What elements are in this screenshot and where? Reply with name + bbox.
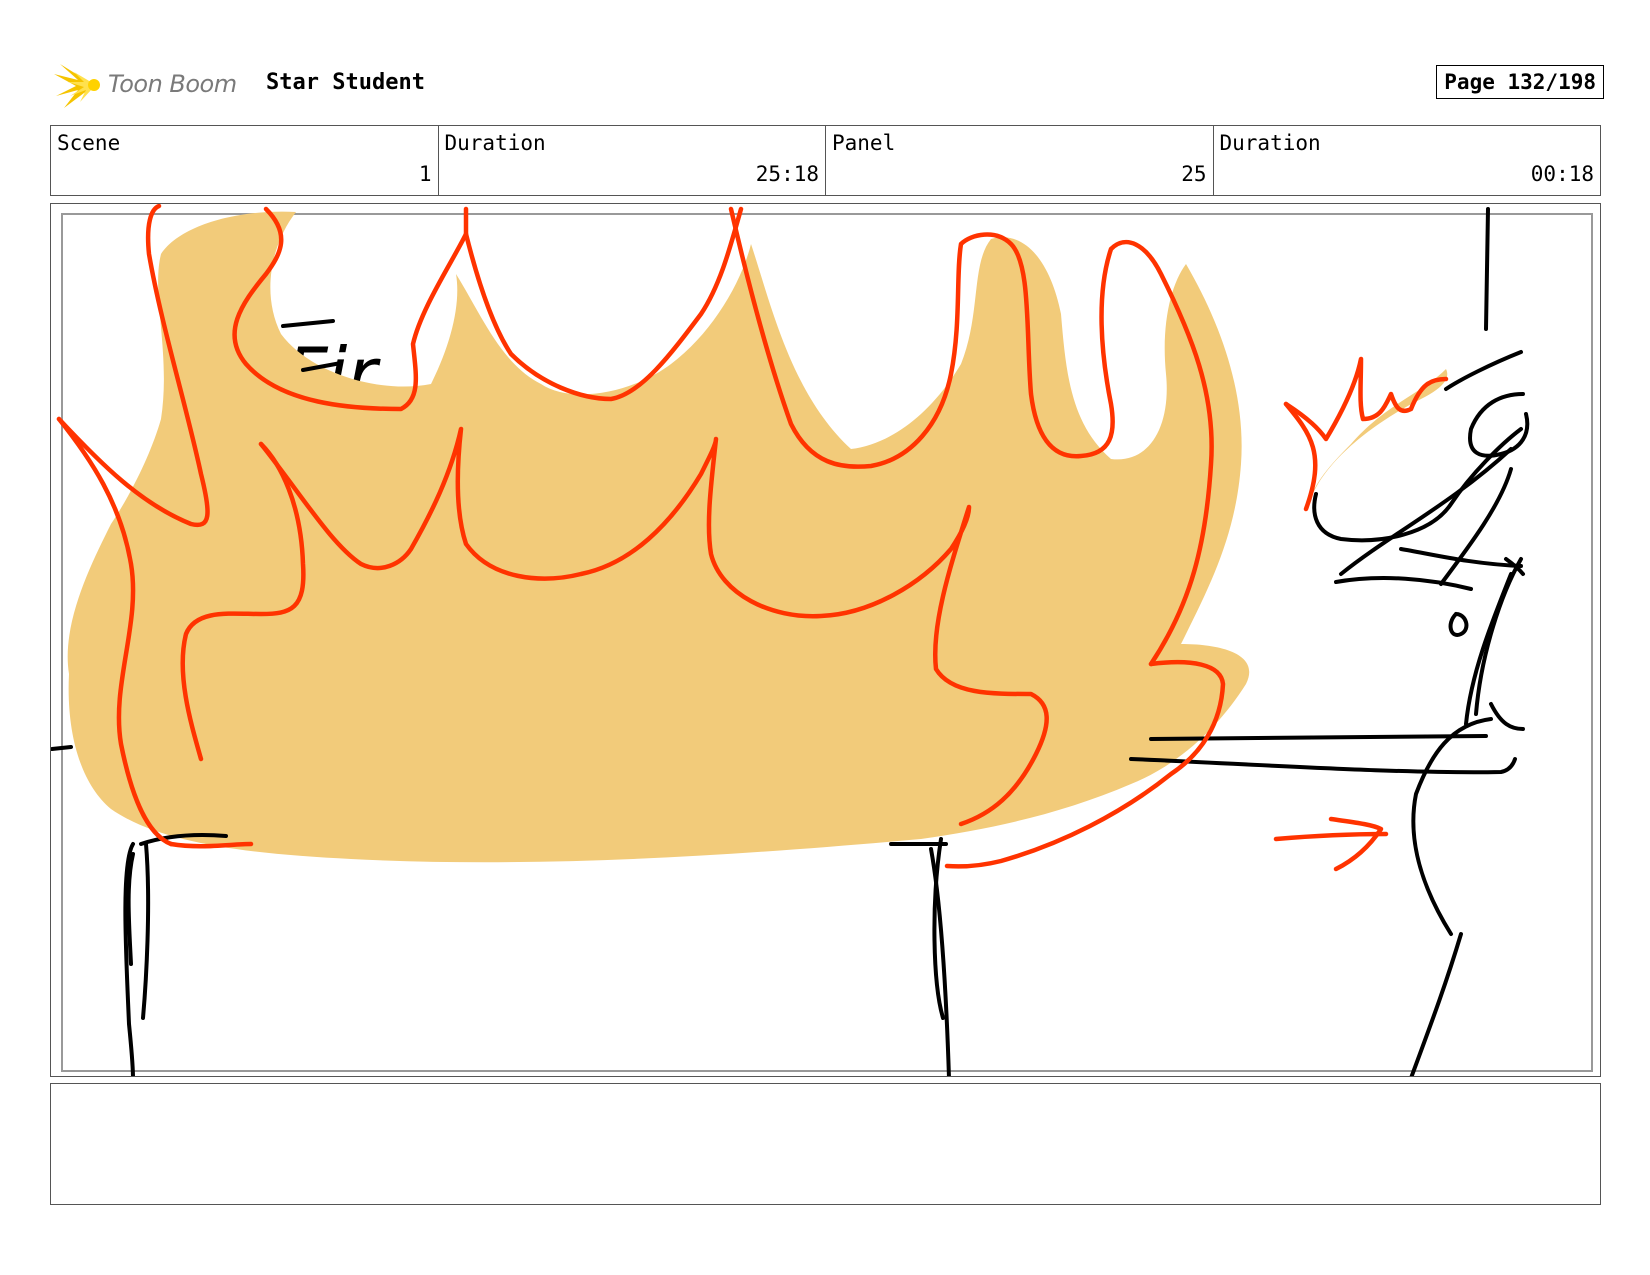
flame-fill — [67, 211, 1250, 863]
project-title: Star Student — [266, 70, 425, 95]
flame-outline — [56, 204, 1449, 872]
panel-notes-box — [50, 1083, 1601, 1205]
scene-duration-cell: Duration 25:18 — [439, 126, 826, 195]
scene-cell: Scene 1 — [51, 126, 439, 195]
panel-duration-value: 00:18 — [1530, 162, 1594, 186]
scene-value: 1 — [418, 162, 432, 186]
panel-duration-cell: Duration 00:18 — [1214, 126, 1601, 195]
panel-label: Panel — [832, 131, 896, 155]
logo-wordmark: Toon Boom — [108, 70, 237, 98]
panel-cell: Panel 25 — [826, 126, 1214, 195]
scene-duration-label: Duration — [444, 131, 546, 155]
page-header: Toon Boom Star Student Page 132/198 — [54, 58, 1604, 110]
safe-frame — [61, 213, 1593, 1072]
scene-label: Scene — [57, 131, 121, 155]
star-burst-icon — [54, 64, 100, 108]
toon-boom-logo: Toon Boom — [54, 60, 249, 110]
panel-sketch: Fir — [51, 204, 1593, 1076]
panel-duration-label: Duration — [1219, 131, 1321, 155]
panel-value: 25 — [1181, 162, 1207, 186]
scene-duration-value: 25:18 — [755, 162, 819, 186]
ink-sketch — [51, 207, 1530, 1076]
scene-info-table: Scene 1 Duration 25:18 Panel 25 Duration… — [50, 125, 1601, 196]
page-number: Page 132/198 — [1436, 65, 1604, 99]
storyboard-panel: Fir — [50, 203, 1601, 1077]
